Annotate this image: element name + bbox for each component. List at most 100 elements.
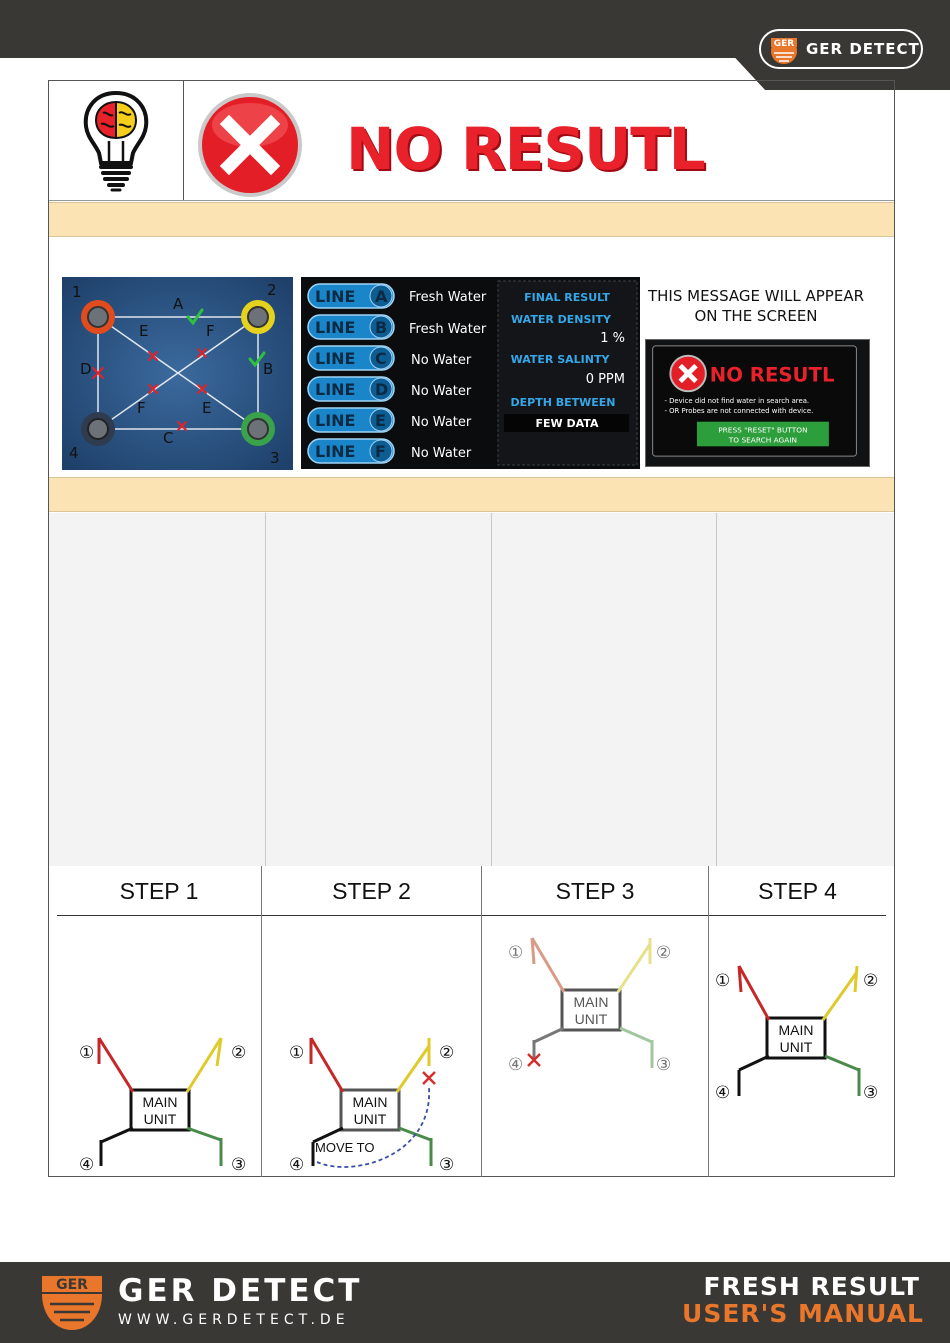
unit-label-line2: UNIT [354,1111,387,1127]
no-result-message-screen: NO RESUTL - Device did not find water in… [645,339,870,467]
probe-number-3: ③ [231,1155,246,1174]
step-divider [261,866,262,1177]
line-letter: E [375,411,386,430]
line-label-e2: E [202,399,211,417]
message-line-1: - Device did not find water in search ar… [664,397,809,405]
unit-label-line1: MAIN [779,1022,814,1038]
line-label-c: C [163,429,173,447]
unit-label-line1: MAIN [143,1094,178,1110]
line-letter: B [375,318,387,337]
red-x-circle-icon [198,93,302,197]
probe-number-3: ③ [439,1155,454,1174]
density-label: WATER DENSITY [511,313,612,326]
unit-label-line1: MAIN [353,1094,388,1110]
salinity-label: WATER SALINTY [511,353,611,366]
line-tag-word: LINE [315,318,355,337]
move-to-label: MOVE TO [315,1140,374,1155]
line-status: No Water [411,415,472,430]
brain-lightbulb-icon [83,90,149,191]
probe-number-4: ④ [715,1083,730,1102]
blank-column-3 [492,513,717,866]
probe-number-4: ④ [79,1155,94,1174]
probe-number-2: ② [656,943,671,962]
footer: GER GER DETECT WWW.GERDETECT.DE FRESH RE… [0,1262,950,1343]
line-status: Fresh Water [409,322,487,337]
line-results-screen: LINE A Fresh Water LINE B Fresh Water LI… [301,277,640,469]
line-label-a: A [173,295,184,313]
probe-3-icon [241,412,275,446]
step-4-heading: STEP 4 [709,866,886,916]
message-line-2: - OR Probes are not connected with devic… [664,407,813,415]
header-brand-badge: GER GER DETECT [759,29,923,69]
probe-number-2: ② [231,1043,246,1062]
line-status: No Water [411,384,472,399]
step-divider [481,866,482,1177]
probe-number-4: ④ [508,1055,523,1074]
blank-columns [49,513,894,866]
title-row: NO RESUTL [49,81,894,201]
line-label-b: B [263,360,273,378]
step-3-heading: STEP 3 [482,866,708,916]
probe-number-4: ④ [289,1155,304,1174]
line-tag-word: LINE [315,380,355,399]
step-2-diagram: MAIN UNIT MOVE TO ① ② ③ ④ [289,1037,454,1174]
step-divider [708,866,709,1177]
message-title: NO RESUTL [710,363,835,386]
density-value: 1 % [600,331,625,346]
ger-logo-icon: GER [42,1276,102,1330]
line-tag-word: LINE [315,287,355,306]
line-letter: D [375,380,388,399]
section-band-middle [49,477,894,512]
depth-value: FEW DATA [536,417,599,430]
probe-1-icon [81,300,115,334]
unit-label-line1: MAIN [574,994,609,1010]
step-1-diagram: MAIN UNIT ① ② ③ ④ [79,1037,246,1174]
content-frame: NO RESUTL A B [48,80,895,1177]
depth-label: DEPTH BETWEEN [510,396,615,409]
probe-number-2: ② [863,971,878,990]
line-status: No Water [411,446,472,461]
line-label-d: D [80,360,92,378]
line-row-e: LINE E No Water [307,407,472,433]
probe-number-3: 3 [270,449,280,467]
line-status: Fresh Water [409,290,487,305]
line-row-b: LINE B Fresh Water [307,314,487,340]
probe-number-2: ② [439,1043,454,1062]
line-letter: F [375,442,386,461]
step-3-diagram: MAIN UNIT ① ② ③ ④ [508,937,671,1074]
blank-column-4 [717,513,894,866]
message-button-line-2: TO SEARCH AGAIN [728,435,797,444]
footer-url: WWW.GERDETECT.DE [118,1312,350,1328]
probe-number-1: ① [79,1043,94,1062]
bulb-cell [49,81,184,200]
no-result-banner: NO RESUTL [194,89,894,199]
line-letter: C [375,349,387,368]
step-1-heading: STEP 1 [57,866,261,916]
message-caption: THIS MESSAGE WILL APPEAR ON THE SCREEN [647,287,864,325]
probe-number-4: 4 [69,444,79,462]
line-row-f: LINE F No Water [307,438,472,464]
line-row-d: LINE D No Water [307,376,472,402]
probe-number-2: 2 [267,281,277,299]
message-button-line-1: PRESS "RESET" BUTTON [718,426,807,435]
salinity-value: 0 PPM [586,372,625,387]
line-status: No Water [411,353,472,368]
line-label-f1: F [206,322,215,340]
step-4-diagram: MAIN UNIT ① ② ③ ④ [715,965,878,1102]
step-2-heading: STEP 2 [262,866,481,916]
line-tag-word: LINE [315,442,355,461]
probe-number-1: ① [508,943,523,962]
footer-product-title: FRESH RESULT [703,1272,920,1301]
steps-section: STEP 1 STEP 2 STEP 3 STEP 4 MAIN UNIT ① … [49,866,894,1177]
probe-4-icon [81,412,115,446]
final-result-label: FINAL RESULT [524,291,610,304]
blank-column-2 [266,513,492,866]
probe-number-3: ③ [656,1055,671,1074]
line-row-c: LINE C No Water [307,345,472,371]
footer-logo-text: GER [56,1277,88,1293]
probe-2-icon [241,300,275,334]
probe-number-1: ① [715,971,730,990]
header-brand-name: GER DETECT [806,40,920,58]
unit-label-line2: UNIT [575,1011,608,1027]
